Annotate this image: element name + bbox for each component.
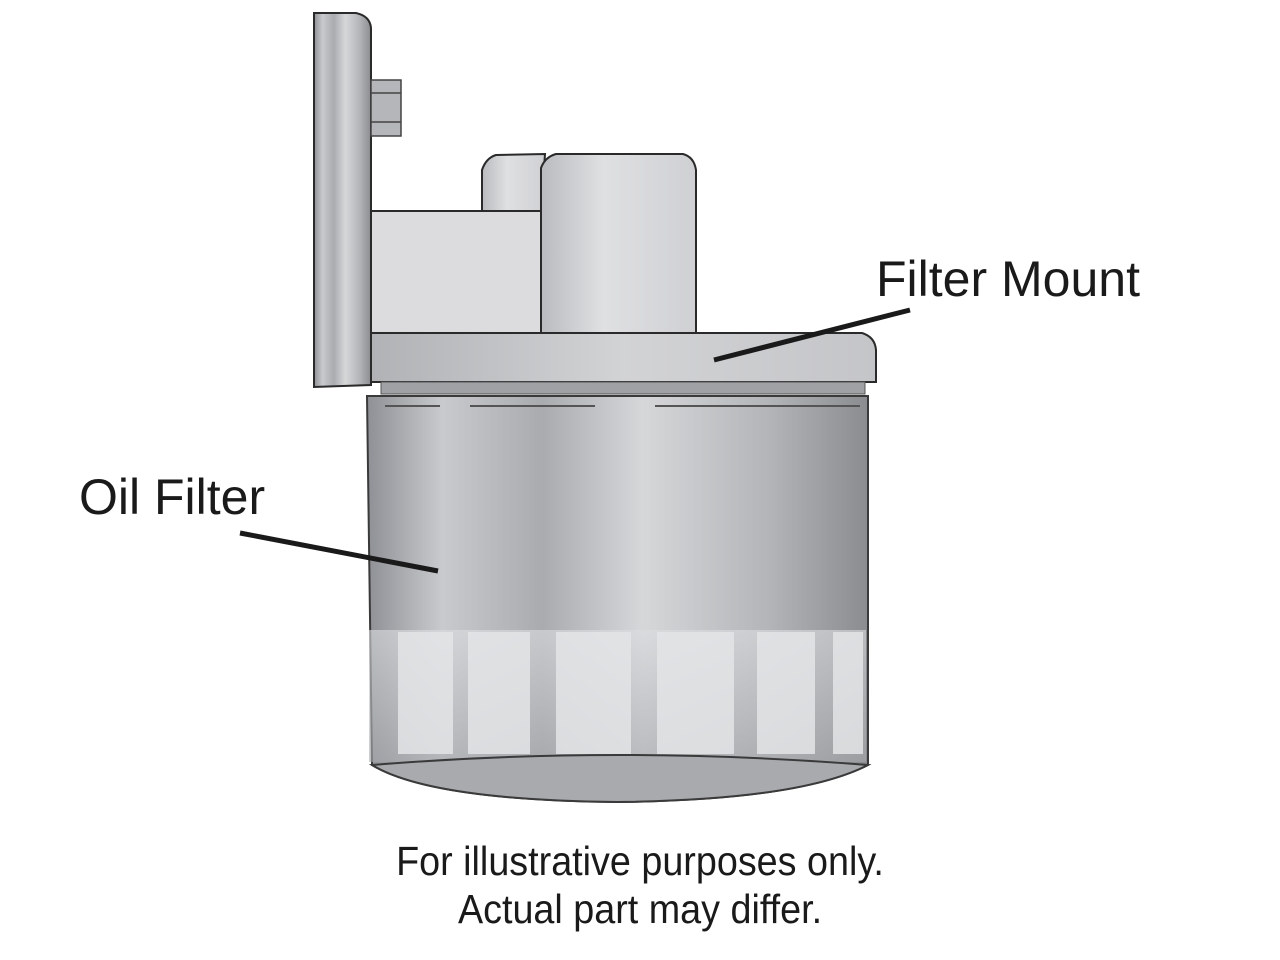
caption-line-2: Actual part may differ.	[457, 886, 823, 932]
filter-mount	[370, 152, 877, 395]
caption-line-1: For illustrative purposes only.	[396, 838, 884, 884]
filter-mount-leader	[713, 307, 911, 363]
oil-filter-label: Oil Filter	[79, 469, 266, 525]
bolt-upper	[370, 79, 402, 137]
filter-mount-label: Filter Mount	[876, 251, 1140, 307]
oil-filter-leader	[239, 530, 439, 574]
oil-filter	[365, 395, 872, 804]
filter-flutes	[398, 632, 863, 754]
